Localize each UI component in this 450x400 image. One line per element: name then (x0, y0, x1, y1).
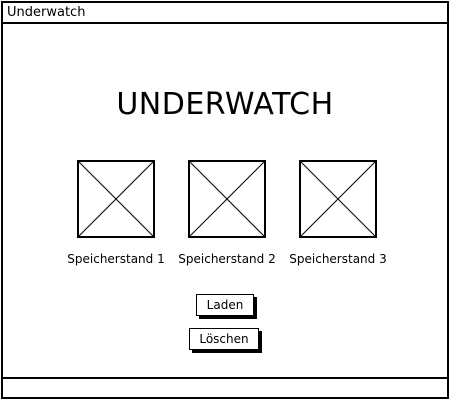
image-placeholder-icon (77, 160, 155, 238)
save-slot-label: Speicherstand 1 (67, 252, 165, 266)
save-slot-2[interactable]: Speicherstand 2 (177, 160, 277, 266)
save-slot-3[interactable]: Speicherstand 3 (288, 160, 388, 266)
window-title: Underwatch (7, 5, 86, 20)
delete-button[interactable]: Löschen (189, 328, 259, 350)
save-slot-1[interactable]: Speicherstand 1 (66, 160, 166, 266)
image-placeholder-icon (299, 160, 377, 238)
image-placeholder-icon (188, 160, 266, 238)
save-slot-label: Speicherstand 2 (178, 252, 276, 266)
window-titlebar: Underwatch (3, 3, 447, 24)
page-title: UNDERWATCH (116, 87, 334, 122)
status-bar (3, 377, 447, 397)
load-button[interactable]: Laden (196, 294, 254, 316)
save-slot-label: Speicherstand 3 (289, 252, 387, 266)
